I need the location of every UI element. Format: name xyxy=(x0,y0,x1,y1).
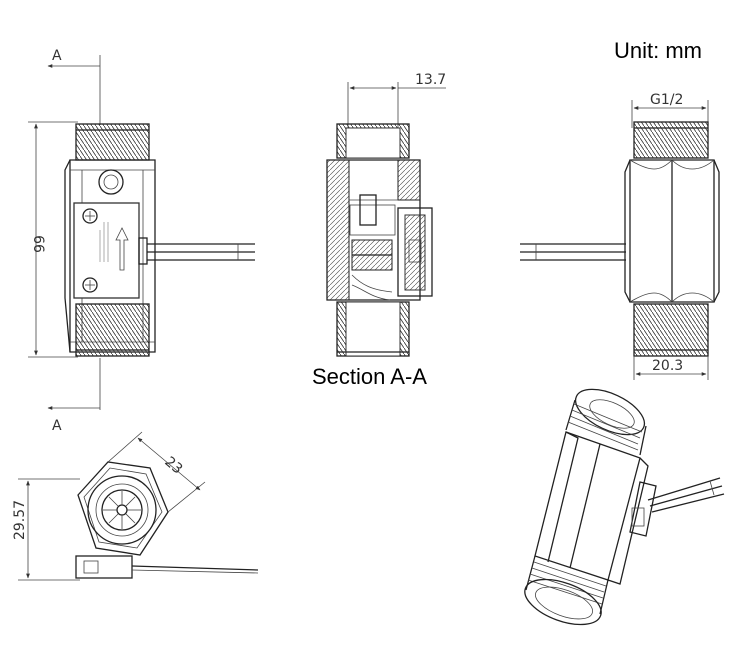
hex-body xyxy=(69,159,156,353)
end-cable xyxy=(131,565,259,571)
length-label: 66 xyxy=(30,235,46,253)
across-flats-label: 23 xyxy=(161,454,185,478)
screw-bottom-icon xyxy=(82,277,98,293)
iso-bottom-thread xyxy=(524,578,602,626)
iso-hex-body xyxy=(534,431,641,581)
iso-cable xyxy=(647,477,721,501)
sensor-block xyxy=(397,207,433,297)
across-flats-dimension xyxy=(137,437,201,491)
sensor-plate xyxy=(73,202,140,299)
width-label: 20.3 xyxy=(652,358,683,374)
port-hole xyxy=(98,169,124,195)
unit-label: Unit: mm xyxy=(614,38,702,63)
screw-top-icon xyxy=(82,208,98,224)
thickness-label: 13.7 xyxy=(415,72,446,88)
thread-label: G1/2 xyxy=(650,92,683,108)
end-thread-ring xyxy=(87,475,157,545)
section-mark-top: A xyxy=(52,48,62,64)
iso-sensor-block xyxy=(629,481,657,537)
end-view: 29.57 23 xyxy=(12,431,259,581)
section-caption: Section A-A xyxy=(312,364,427,389)
bottom-thread xyxy=(75,303,150,357)
impeller-icon xyxy=(101,489,143,531)
section-view: 13.7 Section A-A xyxy=(312,72,446,389)
side-view: G1/2 20.3 xyxy=(520,92,720,380)
end-sensor-block xyxy=(75,555,133,579)
front-view: A A xyxy=(28,48,255,434)
iso-top-thread xyxy=(574,388,646,436)
cable-gland xyxy=(138,237,148,265)
section-mark-bottom: A xyxy=(52,418,62,434)
flow-arrow-icon xyxy=(115,227,129,271)
side-bottom-thread xyxy=(633,303,709,357)
isometric-view xyxy=(524,388,725,626)
height-label: 29.57 xyxy=(12,500,28,540)
